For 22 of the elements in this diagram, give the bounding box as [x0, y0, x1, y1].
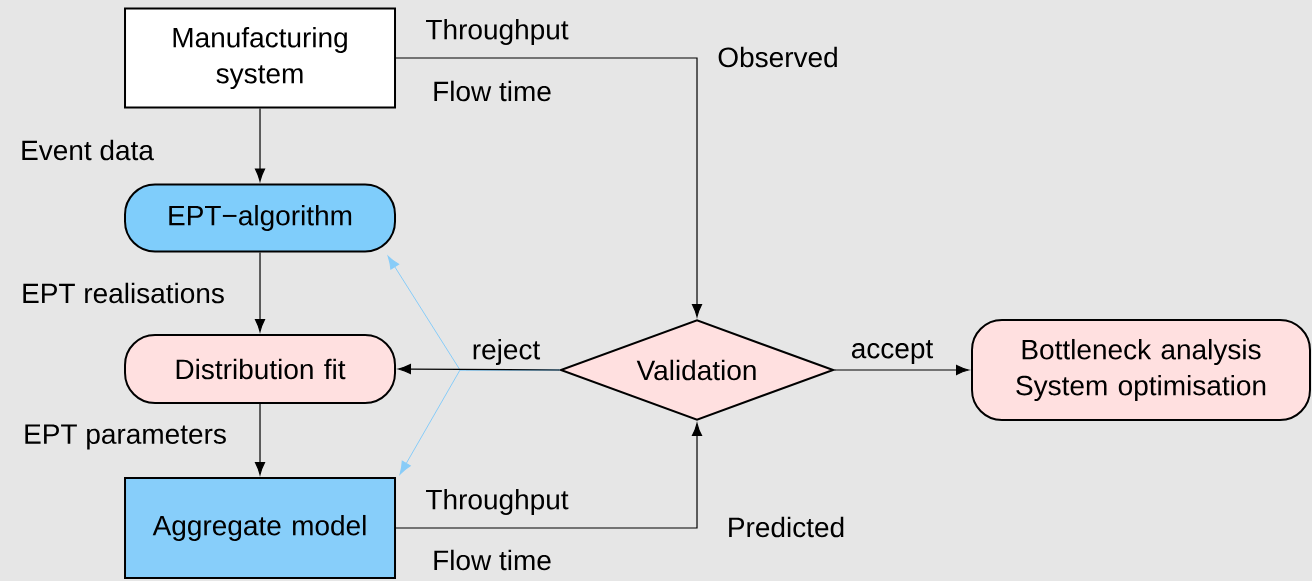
arrow	[397, 364, 561, 375]
edge-label: accept	[849, 339, 935, 365]
edge-label: reject	[470, 337, 542, 367]
arrow	[833, 364, 970, 376]
arrow	[254, 251, 266, 333]
process-box: Distribution fit	[124, 334, 396, 404]
edge-label: Observed	[716, 45, 840, 69]
arrow	[254, 403, 266, 476]
edge-label: EPT realisations	[20, 281, 226, 305]
flow-label: Throughput	[426, 488, 569, 516]
outcome-box: Bottleneck analysis System optimisation	[971, 319, 1311, 421]
arrow	[395, 57, 703, 318]
flow-label: Flow time	[434, 80, 551, 102]
flow-label: Flow time	[434, 549, 551, 571]
edge-label: EPT parameters	[22, 423, 228, 451]
model-box: Aggregate model	[124, 477, 396, 579]
arrow	[395, 422, 703, 529]
arrow	[254, 107, 266, 182]
process-box: EPT−algorithm	[124, 183, 396, 253]
flow-label: Throughput	[426, 18, 569, 46]
edge-label: Event data	[19, 138, 155, 162]
system-box: Manufacturing system	[124, 7, 396, 109]
